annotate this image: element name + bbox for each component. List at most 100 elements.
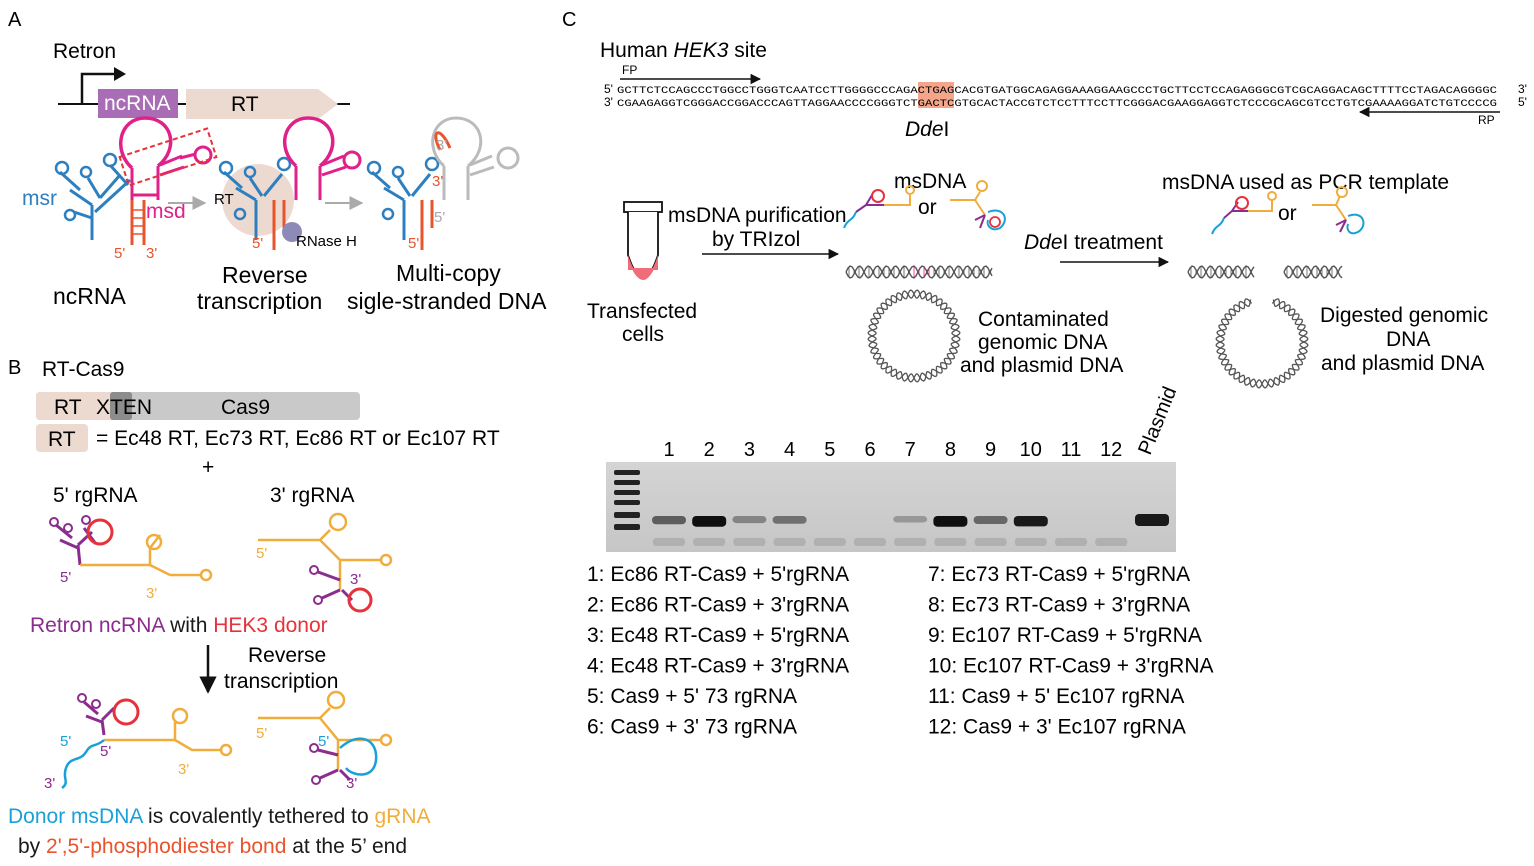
ddei-label: DdeI (905, 118, 949, 141)
ssdna-3-end-red: 3' (432, 173, 443, 190)
rg3-3end: 3' (350, 571, 361, 588)
ssdna-5-end-gray: 5' (434, 209, 445, 226)
caption-multicopy: Multi-copy (396, 260, 501, 286)
tube-label-2: cells (622, 323, 664, 346)
legend-item: 12: Cas9 + 3' Ec107 rgRNA (928, 716, 1186, 739)
lane-label: 12 (1100, 439, 1122, 461)
rt-key-text: = Ec48 RT, Ec73 RT, Ec86 RT or Ec107 RT (96, 427, 500, 450)
primer-band (854, 538, 886, 546)
seq-bot-3: 3' (604, 95, 613, 109)
caption-reverse: Reverse (222, 262, 308, 288)
rt-gene-box (186, 89, 338, 119)
lane-label: 11 (1061, 439, 1082, 461)
ladder-band (614, 500, 640, 505)
primer-band (1014, 538, 1047, 546)
prod5-5end: 5' (60, 733, 71, 750)
caption-ncrna: ncRNA (53, 283, 127, 309)
gel-image (606, 462, 1176, 552)
primer-band (733, 538, 766, 546)
rt-cas9-title: RT-Cas9 (42, 358, 124, 381)
seg-rt-label: RT (54, 396, 82, 419)
plus-sign: + (202, 456, 214, 479)
legend-item: 10: Ec107 RT-Cas9 + 3'rgRNA (928, 655, 1214, 678)
lane-label: 9 (985, 439, 996, 461)
rt-enzyme-label: RT (214, 191, 234, 208)
plasmid-band (1135, 514, 1169, 526)
digested-plasmid-icon (1215, 298, 1309, 389)
gel-band (732, 516, 767, 524)
msr-label: msr (22, 187, 57, 210)
caption-transcription: transcription (197, 288, 322, 314)
panel-c: Human HEK3 site FP 5' 3' GCTTCTCCAGCCCTG… (587, 39, 1527, 739)
msdna-label: msDNA (894, 170, 966, 193)
xten-segment (110, 392, 132, 420)
gel-band (893, 516, 928, 523)
primer-band (693, 538, 726, 546)
or-label-2: or (1278, 202, 1297, 225)
rt-key-label: RT (48, 428, 76, 451)
dna-ladder (614, 470, 640, 530)
legend-item: 9: Ec107 RT-Cas9 + 5'rgRNA (928, 624, 1202, 647)
sequence-top: GCTTCTCCAGCCCTGGCCTGGGTCAATCCTTGGGGCCCAG… (617, 85, 1497, 97)
legend-item: 7: Ec73 RT-Cas9 + 5'rgRNA (928, 563, 1190, 586)
rnase-h-label: RNase H (296, 233, 357, 250)
prod5-3end: 3' (44, 775, 55, 792)
msdna-icon-left (843, 185, 915, 229)
lane-label: 3 (744, 439, 755, 461)
ladder-band (614, 512, 640, 518)
legend-item: 2: Ec86 RT-Cas9 + 3'rgRNA (587, 594, 849, 617)
gel-band (973, 516, 1008, 524)
contam-l2: genomic DNA (978, 331, 1108, 354)
lane-label: 8 (945, 439, 956, 461)
ncrna-structure-3 (366, 116, 520, 250)
seg-xten-label: XTEN (96, 396, 152, 419)
prod5-3end-gold: 3' (178, 761, 189, 778)
ladder-band (614, 524, 640, 530)
treatment-label: DdeI treatment (1024, 231, 1163, 254)
genomic-dna-helix-icon (845, 265, 993, 279)
seq-top-5: 5' (604, 82, 613, 96)
end-5-label-2: 5' (252, 235, 263, 252)
lane-label: 1 (663, 439, 674, 461)
eppendorf-tube-icon (623, 201, 663, 280)
primer-band (653, 538, 685, 546)
legend-item: 11: Cas9 + 5' Ec107 rgRNA (928, 685, 1184, 708)
ssdna-3-end: 3' (436, 137, 447, 154)
lane-label: 7 (905, 439, 916, 461)
panel-a: Retron ncRNA RT msr msd (22, 40, 547, 314)
site-title: Human HEK3 site (600, 39, 767, 62)
seg-cas9-label: Cas9 (221, 396, 270, 419)
panel-a-label: A (8, 9, 22, 31)
rt-key-box (36, 424, 88, 452)
primer-band (813, 538, 846, 546)
msdna-icon-right-2 (1312, 186, 1365, 235)
contam-l1: Contaminated (978, 308, 1109, 331)
gel-band (933, 516, 968, 527)
footnote-line-1: Donor msDNA is covalently tethered to gR… (8, 805, 431, 828)
ladder-band (614, 480, 640, 485)
ncrna-structure-1 (54, 116, 218, 245)
ncrna-structure-2 (218, 116, 362, 250)
template-label: msDNA used as PCR template (1162, 171, 1449, 194)
rg5-5end: 5' (60, 569, 71, 586)
primer-band (974, 538, 1007, 546)
end-5-label: 5' (114, 245, 125, 262)
msdna-icon-left-2 (1211, 191, 1277, 235)
prod5-5end-purple: 5' (100, 743, 111, 760)
product-3-structure (258, 690, 393, 785)
rg3-5end: 5' (256, 545, 267, 562)
rg5-structure (49, 515, 213, 582)
lane-label: 2 (704, 439, 715, 461)
primer-band (934, 538, 967, 546)
lane-label: 5 (824, 439, 835, 461)
ncrna-gene-label: ncRNA (104, 92, 171, 115)
promoter-arrow-icon (80, 72, 118, 104)
panel-b: RT-Cas9 RT XTEN Cas9 RT = Ec48 RT, Ec73 … (8, 358, 500, 858)
retron-label: Retron (53, 40, 116, 63)
footnote-line-2: by 2',5'-phosphodiester bond at the 5’ e… (18, 835, 407, 858)
digest-l1: Digested genomic (1320, 304, 1488, 327)
legend-item: 8: Ec73 RT-Cas9 + 3'rgRNA (928, 594, 1190, 617)
legend-item: 3: Ec48 RT-Cas9 + 5'rgRNA (587, 624, 849, 647)
